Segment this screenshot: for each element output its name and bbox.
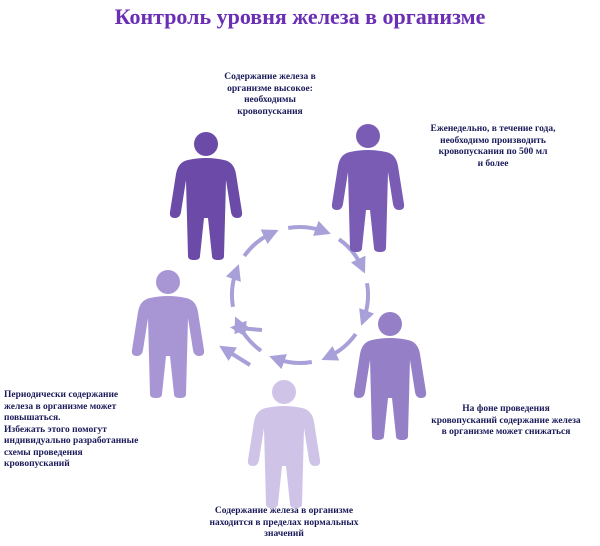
person-icon — [353, 312, 427, 440]
cycle-arrow — [230, 320, 263, 337]
person-body — [353, 338, 427, 440]
person-figure-top — [168, 130, 244, 260]
person-body — [131, 296, 205, 398]
person-icon — [131, 270, 205, 398]
cycle-arrow — [321, 332, 358, 361]
person-head — [156, 270, 180, 294]
person-head — [378, 312, 402, 336]
person-figure-bottom — [246, 378, 322, 508]
person-figure-upper-right — [330, 122, 406, 252]
cycle-arrow — [225, 264, 241, 308]
person-head — [194, 132, 218, 156]
cycle-arrow — [269, 354, 313, 370]
cycle-arrow — [219, 345, 252, 367]
person-body — [331, 150, 405, 252]
caption-normal-iron: Содержание железа в организме находится … — [209, 506, 359, 539]
person-body — [247, 406, 321, 508]
person-figure-lower-right — [352, 310, 428, 440]
person-body — [169, 158, 243, 260]
person-icon — [247, 380, 321, 508]
person-figure-left — [130, 268, 206, 398]
person-icon — [169, 132, 243, 260]
caption-periodic-increase: Периодически содержание железа в организ… — [4, 390, 139, 469]
caption-high-iron: Содержание железа в организме высокое: н… — [224, 72, 316, 117]
page-title: Контроль уровня железа в организме — [114, 4, 486, 29]
cycle-arrow — [242, 229, 279, 258]
person-head — [356, 124, 380, 148]
caption-iron-decreasing: На фоне проведения кровопусканий содержа… — [431, 404, 581, 437]
person-head — [272, 380, 296, 404]
cycle-arrow — [287, 220, 331, 236]
cycle-arrow — [359, 282, 375, 326]
person-icon — [331, 124, 405, 252]
caption-weekly-bloodletting: Еженедельно, в течение года, необходимо … — [430, 124, 556, 169]
